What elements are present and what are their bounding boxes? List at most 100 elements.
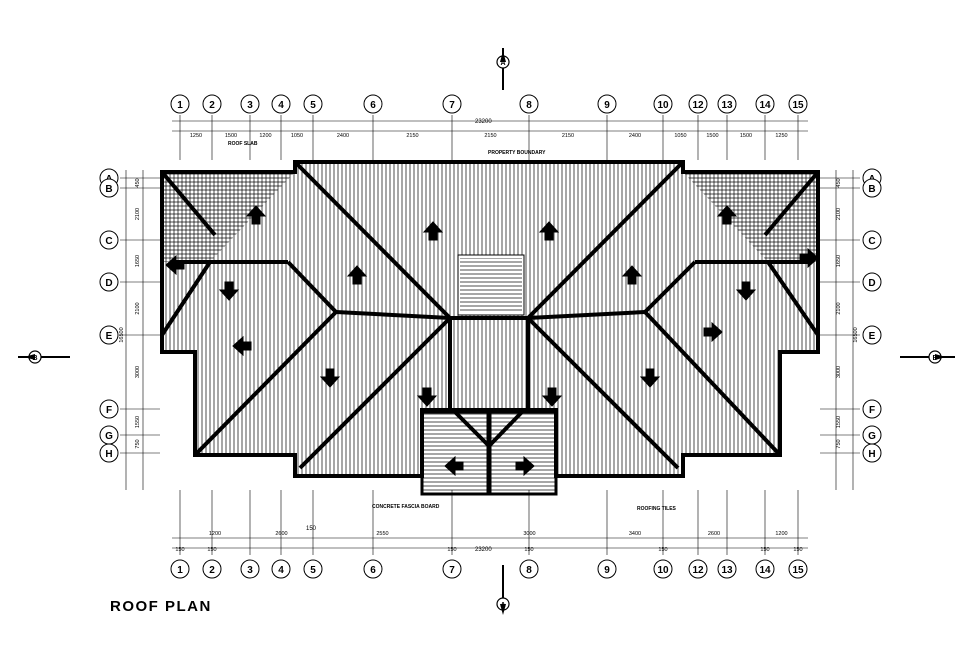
- row-bubble-right: [862, 325, 882, 345]
- dim-right: 450: [836, 178, 842, 187]
- slope-arrow-up: [538, 221, 560, 241]
- porch-left: [420, 410, 490, 496]
- grid-bubble-top: [363, 94, 383, 114]
- dim-bottom-lower: 150: [175, 547, 184, 553]
- grid-bubble-top: [303, 94, 323, 114]
- dim-top: 1250: [190, 133, 202, 139]
- slope-arrow-left: [232, 335, 252, 357]
- grid-bubble-bottom: [303, 559, 323, 579]
- note-roofing: ROOFING TILES: [637, 506, 677, 512]
- row-bubble-left: [99, 399, 119, 419]
- dim-left: 3000: [135, 366, 141, 378]
- grid-label-top: 12: [692, 100, 704, 111]
- hip-ridge-lines: [160, 160, 820, 470]
- dim-bottom-lower: 150: [793, 547, 802, 553]
- row-bubble-left: [99, 443, 119, 463]
- dim-left-overall: 16500: [119, 327, 125, 342]
- section-marker-left-arrow: [24, 354, 35, 360]
- grid-bubble-bottom: [788, 559, 808, 579]
- grid-label-bottom: 12: [692, 565, 704, 576]
- row-bubble-right: [862, 272, 882, 292]
- grid-bubble-bottom: [240, 559, 260, 579]
- section-marker-top-arrow: [500, 51, 506, 62]
- slope-arrow-left: [444, 455, 464, 477]
- note-roof-slab: ROOF SLAB: [228, 141, 258, 147]
- dim-top: 2150: [562, 133, 574, 139]
- row-label-left: D: [105, 278, 112, 289]
- grid-label-bottom: 6: [370, 565, 376, 576]
- dim-bottom-upper: 1200: [775, 531, 787, 537]
- dim-top: 1200: [259, 133, 271, 139]
- dim-top: 1500: [225, 133, 237, 139]
- row-label-left: G: [105, 431, 113, 442]
- roof-outline: [160, 160, 820, 496]
- stair-hatch: [460, 258, 522, 313]
- slope-arrows: [165, 205, 819, 477]
- grid-bubble-bottom: [597, 559, 617, 579]
- dim-right-overall: 16500: [853, 327, 859, 342]
- dim-right: 3000: [836, 366, 842, 378]
- note-fascia: CONCRETE FASCIA BOARD: [372, 504, 440, 510]
- section-marker-left-label: B: [32, 355, 37, 362]
- row-label-right: B: [868, 184, 875, 195]
- grid-bubble-top: [597, 94, 617, 114]
- grid-bubble-top: [271, 94, 291, 114]
- grid-bubble-bottom: [755, 559, 775, 579]
- row-label-right: E: [869, 331, 876, 342]
- dim-top: 2150: [406, 133, 418, 139]
- dim-top: 1500: [706, 133, 718, 139]
- grid-label-bottom: 7: [449, 565, 455, 576]
- row-label-right: D: [868, 278, 875, 289]
- dim-bottom-upper: 3000: [523, 531, 535, 537]
- grid-label-top: 14: [759, 100, 771, 111]
- section-marker-right-arrow: [935, 354, 946, 360]
- section-marker-right-label: B: [932, 355, 937, 362]
- dim-top: 2150: [484, 133, 496, 139]
- slope-arrow-down: [218, 281, 240, 301]
- row-label-right: F: [869, 405, 875, 416]
- dim-right: 750: [836, 439, 842, 448]
- drawing-title: ROOF PLAN: [110, 598, 212, 615]
- section-marker-bottom-arrow: [500, 604, 506, 615]
- row-bubble-right: [862, 443, 882, 463]
- dim-top: 1250: [775, 133, 787, 139]
- grid-label-top: 4: [278, 100, 284, 111]
- grid-bubble-top: [442, 94, 462, 114]
- dim-right: 2100: [836, 302, 842, 314]
- dim-bottom-lower: 150: [447, 547, 456, 553]
- row-label-left: E: [106, 331, 113, 342]
- dim-top: 1050: [291, 133, 303, 139]
- grid-label-top: 13: [721, 100, 733, 111]
- dim-top: 2400: [337, 133, 349, 139]
- row-label-right: G: [868, 431, 876, 442]
- grid-label-bottom: 15: [792, 565, 804, 576]
- grid-bubble-top: [788, 94, 808, 114]
- grid-label-top: 7: [449, 100, 455, 111]
- grid-bubble-bottom: [170, 559, 190, 579]
- grid-bubble-bottom: [688, 559, 708, 579]
- grid-bubble-top: [653, 94, 673, 114]
- bottom-mid-dim: 150: [306, 526, 317, 532]
- grid-bubble-top: [202, 94, 222, 114]
- grid-label-bottom: 14: [759, 565, 771, 576]
- note-property-line: PROPERTY BOUNDARY: [488, 150, 546, 156]
- grid-bubble-top: [688, 94, 708, 114]
- grid-label-top: 1: [177, 100, 183, 111]
- row-bubble-right: [862, 230, 882, 250]
- slope-arrow-right: [515, 455, 535, 477]
- row-bubble-right: [862, 178, 882, 198]
- dim-top: 1050: [674, 133, 686, 139]
- top-overall-dim: 23200: [475, 119, 492, 125]
- grid-lines: 1122334455667788991010121213131414151512…: [18, 48, 955, 615]
- dim-left: 450: [135, 178, 141, 187]
- grid-bubble-bottom: [202, 559, 222, 579]
- dim-bottom-upper: 3400: [629, 531, 641, 537]
- grid-label-top: 10: [657, 100, 669, 111]
- grid-bubble-bottom: [519, 559, 539, 579]
- dim-bottom-upper: 2550: [376, 531, 388, 537]
- grid-label-top: 5: [310, 100, 316, 111]
- grid-label-top: 6: [370, 100, 376, 111]
- slope-arrow-up: [422, 221, 444, 241]
- grid-label-top: 2: [209, 100, 215, 111]
